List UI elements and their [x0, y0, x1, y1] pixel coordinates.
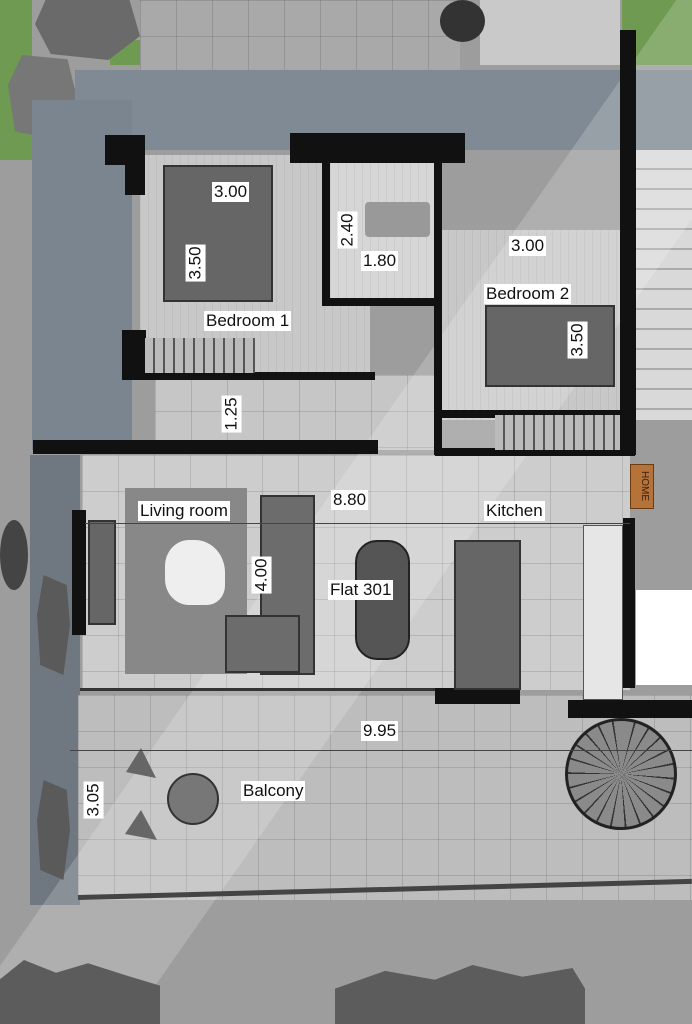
wall [435, 448, 635, 456]
balcony-width-label: 9.95 [361, 721, 399, 741]
bedroom1-label: Bedroom 1 [204, 311, 292, 331]
wall [290, 133, 465, 163]
shrub [440, 0, 485, 42]
entry-panel [636, 590, 692, 685]
wall [440, 410, 635, 418]
wall [623, 518, 635, 688]
doormat [630, 464, 654, 509]
dining-table [355, 540, 410, 660]
kitchen-label: Kitchen [484, 501, 545, 521]
tv-unit [88, 520, 116, 625]
wall [322, 160, 330, 305]
bathroom-depth-label: 2.40 [337, 211, 358, 249]
trees [0, 960, 160, 1024]
wall [33, 440, 378, 454]
wall [322, 298, 437, 306]
shrub [0, 520, 28, 590]
bedroom2-depth-label: 3.50 [567, 321, 588, 359]
sidewalk [480, 0, 620, 65]
balcony-label: Balcony [241, 781, 306, 801]
wardrobe [495, 415, 620, 450]
stairs-right [635, 150, 692, 420]
dimension-line [70, 750, 692, 751]
street-paving [140, 0, 460, 70]
wall [122, 330, 146, 380]
bedroom2-label: Bedroom 2 [484, 284, 572, 304]
wall [140, 372, 375, 380]
wall [620, 30, 636, 455]
wall [568, 700, 692, 718]
bedroom1-depth-label: 3.50 [185, 244, 206, 282]
wardrobe [145, 338, 255, 373]
coffee-table [165, 540, 225, 605]
sofa-chaise [225, 615, 300, 673]
glass-facade [80, 688, 435, 691]
balcony-depth-label: 3.05 [83, 781, 104, 819]
doormat-text: HOME [639, 471, 650, 501]
dimension-line [85, 523, 630, 524]
wall [435, 688, 520, 704]
flat-title-label: Flat 301 [328, 580, 394, 600]
hallway [155, 375, 440, 450]
wall [125, 135, 145, 195]
bedroom1-width-label: 3.00 [212, 182, 250, 202]
overall-width-label: 8.80 [331, 490, 369, 510]
planter [37, 780, 70, 880]
bedroom2-width-label: 3.00 [509, 236, 547, 256]
wc-depth-label: 1.25 [221, 395, 242, 433]
outdoor-table [167, 773, 219, 825]
bed-2 [485, 305, 615, 387]
trees [335, 965, 585, 1024]
bedroom-2 [440, 230, 630, 420]
kitchen-island [454, 540, 521, 690]
bathtub [365, 202, 430, 237]
wall [434, 160, 442, 455]
kitchen-counter [583, 525, 623, 700]
living-depth-label: 4.00 [251, 556, 272, 594]
wall [72, 510, 86, 635]
living-room-label: Living room [138, 501, 230, 521]
bathroom-width-label: 1.80 [361, 251, 399, 271]
spiral-staircase [565, 718, 677, 830]
planter [37, 575, 70, 675]
